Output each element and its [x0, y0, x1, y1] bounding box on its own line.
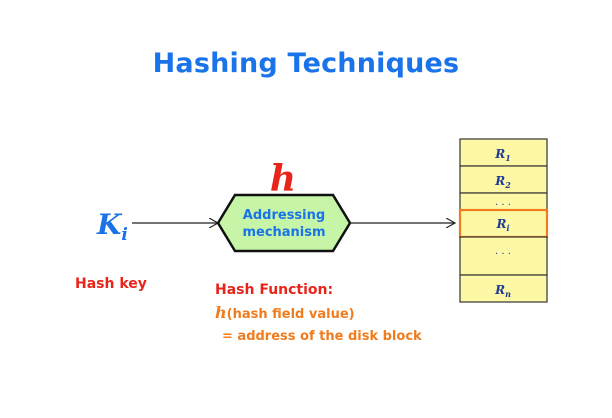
- key-subscript: i: [121, 225, 127, 245]
- hash-function-symbol: h: [215, 303, 227, 322]
- record-ellipsis-lower: . . .: [495, 246, 511, 257]
- record-gap-lower: [459, 236, 548, 276]
- disk-block-stack: R1 R2 . . . Ri . . . Rn: [458, 138, 549, 303]
- hash-function-argument: (hash field value): [226, 307, 355, 322]
- record-block-ri: [458, 208, 549, 239]
- addressing-mechanism-hexagon: [216, 193, 352, 253]
- record-label-r1: R1: [494, 147, 511, 163]
- hash-function-title: Hash Function:: [215, 282, 334, 298]
- record-block-rn: [459, 274, 548, 303]
- key-letter: K: [96, 208, 123, 241]
- hash-function-expression: h(hash field value): [215, 303, 355, 322]
- record-block-r1: [459, 138, 548, 167]
- record-ellipsis-upper: . . .: [495, 197, 511, 208]
- hash-symbol: h: [270, 158, 296, 200]
- hexagon-label-line1: Addressing: [243, 208, 325, 223]
- hash-key-label: Hash key: [75, 276, 147, 292]
- page-title: Hashing Techniques: [152, 48, 460, 79]
- record-label-r2: R2: [494, 174, 511, 190]
- key-symbol: Ki: [96, 208, 128, 245]
- record-label-rn: Rn: [494, 283, 511, 299]
- hexagon-label-line2: mechanism: [242, 225, 325, 240]
- hash-function-result: = address of the disk block: [222, 329, 422, 344]
- record-label-ri: Ri: [495, 217, 509, 233]
